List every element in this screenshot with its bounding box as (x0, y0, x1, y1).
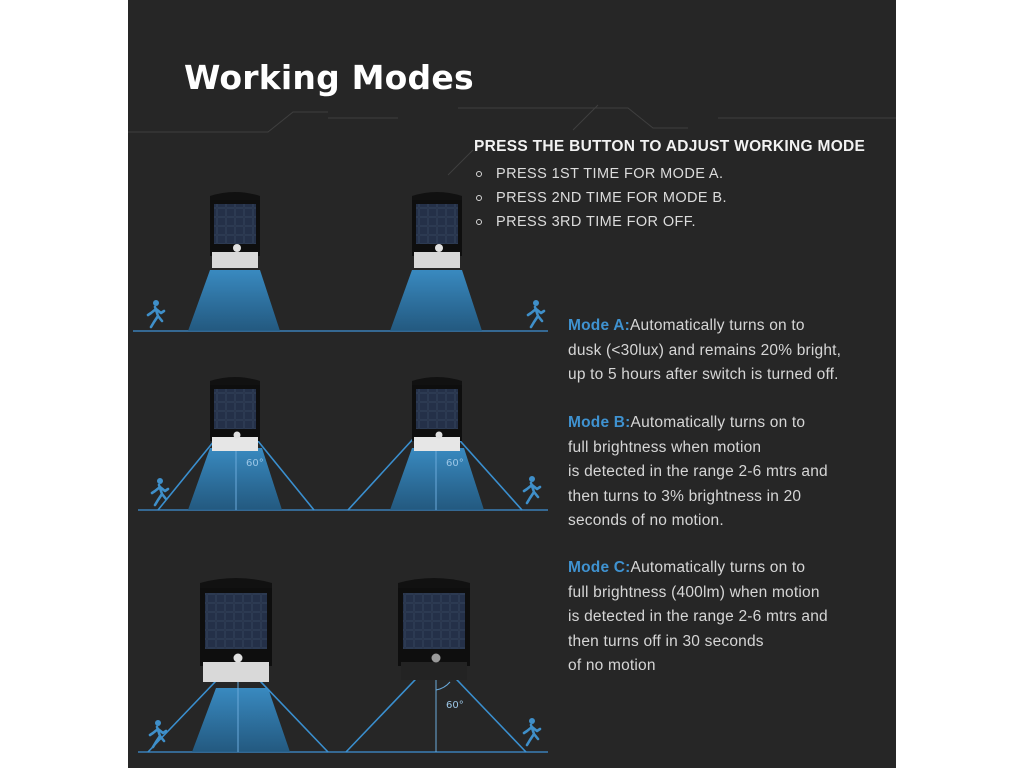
angle-label: 60° (246, 458, 264, 469)
list-item: PRESS 2ND TIME FOR MODE B. (474, 186, 865, 210)
light-beam (390, 448, 484, 510)
person-icon (146, 298, 166, 329)
solar-lamp (200, 578, 272, 682)
mode-a-label: Mode A: (568, 317, 630, 334)
mode-a-diagram (133, 192, 548, 332)
list-item: PRESS 3RD TIME FOR OFF. (474, 210, 865, 234)
light-beam (390, 270, 482, 331)
person-icon (148, 718, 168, 749)
mode-c-label: Mode C: (568, 559, 631, 576)
light-beam (188, 448, 282, 510)
mode-text: Automatically turns on to (630, 559, 806, 576)
person-icon (526, 298, 546, 329)
mode-text: up to 5 hours after switch is turned off… (568, 366, 839, 383)
mode-text: Automatically turns on to (629, 317, 805, 334)
instructions-heading: PRESS THE BUTTON TO ADJUST WORKING MODE (474, 138, 866, 155)
mode-c-description: Mode C:Automatically turns on to full br… (568, 556, 888, 679)
angle-label: 60° (446, 458, 464, 469)
decorative-lines (128, 104, 896, 176)
light-beam (188, 270, 280, 331)
solar-lamp (412, 192, 462, 268)
solar-lamp (398, 578, 470, 680)
mode-text: full brightness (400lm) when motion (568, 583, 820, 601)
mode-a-description: Mode A:Automatically turns on to dusk (<… (568, 314, 888, 388)
mode-text: then turns off in 30 seconds (568, 632, 764, 650)
mode-b-description: Mode B:Automatically turns on to full br… (568, 411, 888, 534)
mode-text: is detected in the range 2-6 mtrs and (568, 608, 828, 625)
mode-b-diagram: 60° 60° (138, 377, 548, 511)
mode-b-label: Mode B: (568, 414, 631, 431)
person-icon (522, 474, 542, 505)
instructions: PRESS THE BUTTON TO ADJUST WORKING MODE … (474, 138, 865, 234)
angle-label: 60° (446, 700, 464, 711)
lamp-diagrams: 60° 60° (128, 104, 896, 753)
list-item: PRESS 1ST TIME FOR MODE A. (474, 162, 865, 186)
solar-lamp (412, 377, 462, 451)
solar-lamp (210, 377, 260, 451)
solar-lamp (210, 192, 260, 268)
working-modes-panel: Working Modes (128, 0, 896, 768)
mode-text: Automatically turns on to (630, 414, 806, 431)
mode-text: full brightness when motion (568, 438, 762, 456)
mode-text: seconds of no motion. (568, 512, 724, 529)
mode-c-diagram: 60° (138, 578, 548, 753)
mode-text: of no motion (568, 657, 656, 674)
page-title: Working Modes (184, 58, 474, 97)
mode-text: dusk (<30lux) and remains 20% bright, (568, 341, 842, 359)
light-beam (192, 688, 290, 752)
instructions-list: PRESS 1ST TIME FOR MODE A. PRESS 2ND TIM… (474, 162, 865, 234)
mode-text: is detected in the range 2-6 mtrs and (568, 463, 828, 480)
person-icon (522, 716, 542, 747)
mode-text: then turns to 3% brightness in 20 (568, 487, 802, 505)
